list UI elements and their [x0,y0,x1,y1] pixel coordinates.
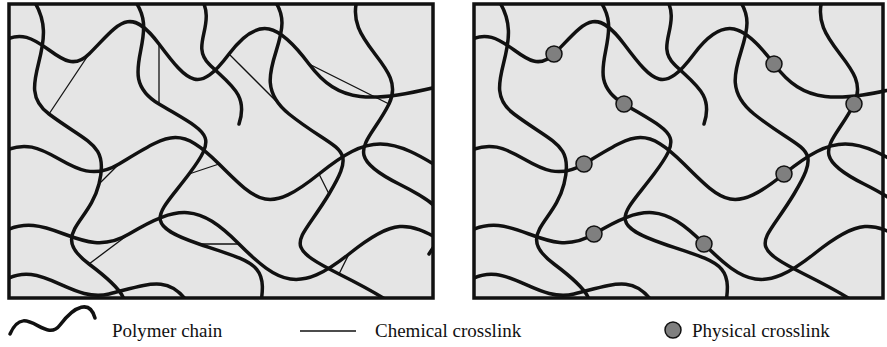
crosslink-sample [300,330,356,331]
chemical-network [0,0,449,314]
dot-sample [665,322,681,338]
legend-label: Chemical crosslink [375,321,521,340]
legend-label: Polymer chain [112,321,222,340]
legend-label: Physical crosslink [692,321,830,340]
physical-network [464,0,887,314]
chain-sample [10,307,95,334]
